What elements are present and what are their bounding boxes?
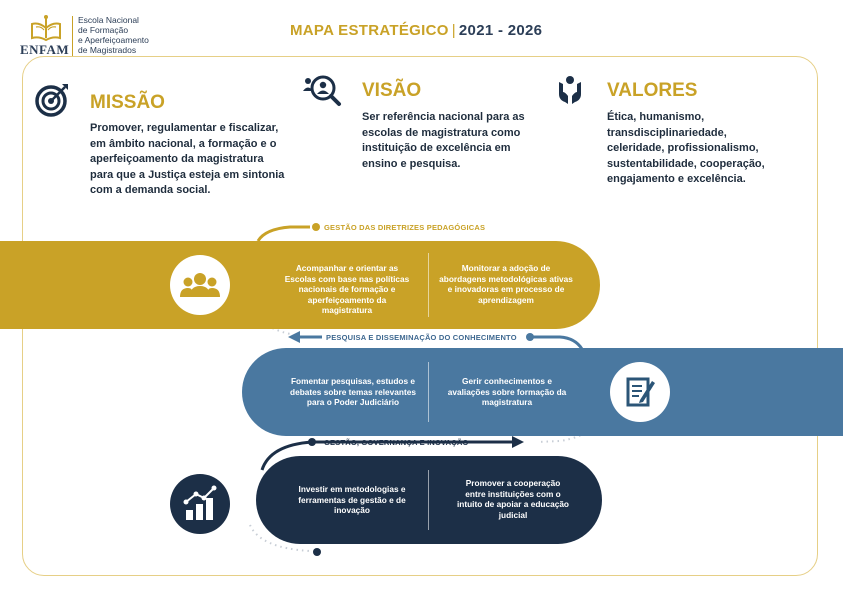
band-3-divider bbox=[428, 470, 429, 530]
group-icon bbox=[170, 255, 230, 315]
page-title: MAPA ESTRATÉGICO|2021 - 2026 bbox=[290, 22, 543, 39]
band-gestao-diretrizes: Acompanhar e orientar as Escolas com bas… bbox=[0, 241, 600, 329]
missao-text: Promover, regulamentar e fiscalizar, em … bbox=[90, 122, 285, 196]
logo-divider bbox=[72, 16, 73, 56]
band-2-divider bbox=[428, 362, 429, 422]
visao-title: VISÃO bbox=[362, 80, 422, 101]
enfam-logo-icon bbox=[28, 14, 64, 44]
growth-chart-icon bbox=[170, 474, 230, 534]
target-icon bbox=[34, 80, 72, 118]
valores-title: VALORES bbox=[607, 80, 698, 101]
logo-wordmark: ENFAM bbox=[20, 42, 70, 57]
band-3-left-text: Investir em metodologias e ferramentas d… bbox=[298, 484, 406, 515]
document-pen-icon bbox=[610, 362, 670, 422]
valores-text: Ética, humanismo, transdisciplinariedade… bbox=[607, 111, 765, 185]
band-1-left-text: Acompanhar e orientar as Escolas com bas… bbox=[284, 263, 410, 315]
title-years: 2021 - 2026 bbox=[458, 22, 543, 39]
visao-text: Ser referência nacional para as escolas … bbox=[362, 111, 525, 170]
organization-name: Escola Nacional de Formação e Aperfeiçoa… bbox=[78, 15, 149, 55]
band-3-right-text: Promover a cooperação entre instituições… bbox=[456, 478, 570, 520]
band-3-label: GESTÃO, GOVERNANÇA E INOVAÇÃO bbox=[324, 438, 469, 447]
missao-title: MISSÃO bbox=[90, 92, 165, 113]
hands-heart-icon bbox=[555, 74, 593, 112]
band-1-divider bbox=[428, 253, 429, 317]
band-2-label: PESQUISA E DISSEMINAÇÃO DO CONHECIMENTO bbox=[326, 333, 517, 342]
band-pesquisa-conhecimento: Fomentar pesquisas, estudos e debates so… bbox=[242, 348, 843, 436]
band-2-left-text: Fomentar pesquisas, estudos e debates so… bbox=[290, 376, 416, 407]
band-2-right-text: Gerir conhecimentos e avaliações sobre f… bbox=[447, 376, 567, 407]
band-1-label: GESTÃO DAS DIRETRIZES PEDAGÓGICAS bbox=[324, 223, 486, 232]
band-1-right-text: Monitorar a adoção de abordagens metodol… bbox=[439, 263, 573, 305]
band-gestao-governanca: Investir em metodologias e ferramentas d… bbox=[256, 456, 602, 544]
people-search-icon bbox=[303, 72, 341, 110]
title-separator: | bbox=[451, 22, 456, 39]
